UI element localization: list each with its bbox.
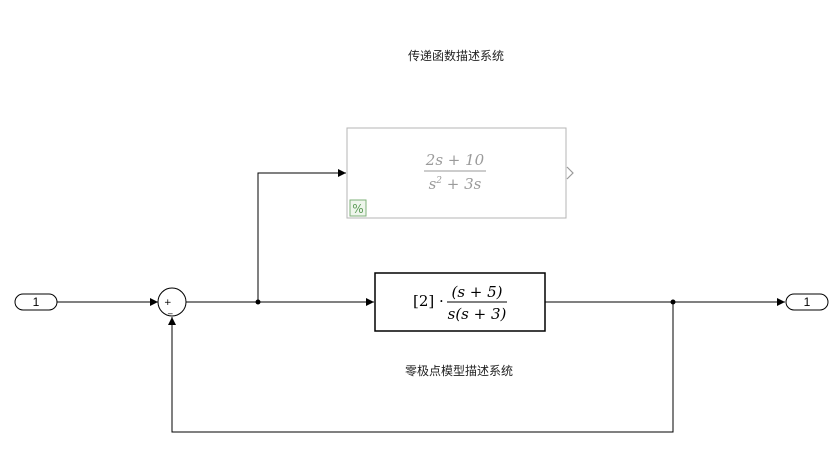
tf-output-port-chevron bbox=[566, 166, 574, 180]
tf-numerator: 2s + 10 bbox=[425, 151, 485, 169]
inport-number: 1 bbox=[33, 295, 40, 309]
zpk-gain: [2] · bbox=[413, 292, 444, 310]
zpk-denominator: s(s + 3) bbox=[448, 305, 507, 323]
sum-minus-sign: _ bbox=[167, 305, 173, 315]
zero-pole-gain-block[interactable]: [2] · (s + 5) s(s + 3) bbox=[374, 272, 546, 332]
signal-lines bbox=[57, 169, 785, 433]
zpk-caption: 零极点模型描述系统 bbox=[405, 364, 513, 378]
sum-block[interactable]: + _ bbox=[157, 287, 187, 317]
inport-block[interactable]: 1 bbox=[14, 293, 58, 311]
tf-caption: 传递函数描述系统 bbox=[408, 48, 504, 63]
outport-number: 1 bbox=[804, 295, 811, 309]
transfer-function-block[interactable]: 2s + 10 s2 + 3s % bbox=[346, 127, 574, 219]
branch-point-feedback bbox=[670, 299, 676, 305]
outport-block[interactable]: 1 bbox=[785, 293, 829, 311]
tf-denominator: s2 + 3s bbox=[429, 175, 482, 193]
zpk-numerator: (s + 5) bbox=[451, 283, 502, 301]
svg-text:%: % bbox=[352, 202, 363, 216]
commented-out-badge-icon: % bbox=[349, 199, 367, 217]
branch-point-forward bbox=[255, 299, 261, 305]
sum-plus-sign: + bbox=[164, 298, 172, 308]
wire-branch-to-tf[interactable] bbox=[257, 169, 346, 302]
wire-feedback[interactable] bbox=[168, 302, 674, 433]
